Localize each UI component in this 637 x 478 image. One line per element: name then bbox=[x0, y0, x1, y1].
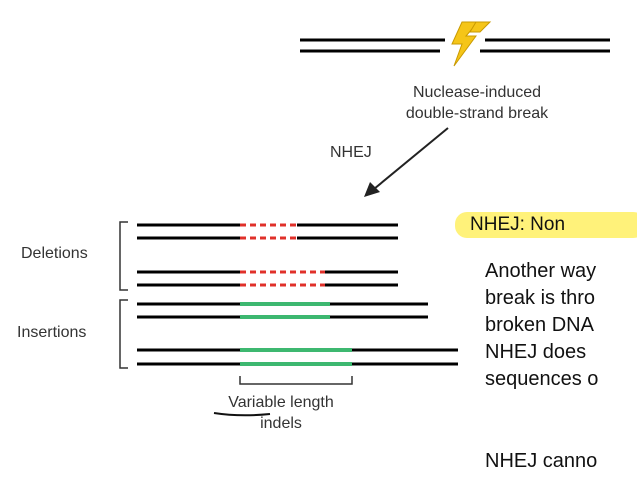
break-caption-line1: Nuclease-induced bbox=[412, 84, 542, 101]
indels-caption-line1: Variable length bbox=[228, 394, 334, 411]
nhej-arrow bbox=[364, 127, 449, 197]
panel-paragraph: Another way break is thro broken DNA NHE… bbox=[485, 258, 598, 393]
paragraph-line: NHEJ does bbox=[485, 341, 587, 363]
insertion-row-1 bbox=[137, 302, 428, 319]
deletions-bracket bbox=[119, 221, 128, 291]
paragraph-line: sequences o bbox=[485, 368, 599, 390]
indels-caption-line2: indels bbox=[260, 415, 302, 432]
break-caption: Nuclease-induced double-strand break bbox=[372, 82, 582, 124]
insertions-bracket bbox=[119, 299, 128, 369]
paragraph-line: broken DNA bbox=[485, 314, 594, 336]
heading-highlight bbox=[455, 212, 637, 238]
panel-trailing-line: NHEJ canno bbox=[485, 450, 598, 472]
pathway-label: NHEJ bbox=[330, 144, 372, 161]
indels-caption: Variable length indels bbox=[206, 392, 356, 434]
deletions-label: Deletions bbox=[21, 245, 88, 262]
deletion-row-2 bbox=[137, 270, 398, 287]
indels-bracket bbox=[239, 376, 353, 385]
deletion-row-1 bbox=[137, 223, 398, 240]
paragraph-line: Another way bbox=[485, 260, 597, 282]
insertions-label: Insertions bbox=[17, 324, 87, 341]
insertion-row-2 bbox=[137, 348, 458, 366]
hand-underline bbox=[213, 412, 271, 417]
lightning-icon bbox=[451, 21, 492, 67]
panel-heading: NHEJ: Non bbox=[470, 214, 566, 235]
paragraph-line: break is thro bbox=[485, 287, 596, 309]
break-caption-line2: double-strand break bbox=[405, 105, 549, 122]
broken-dna bbox=[300, 38, 610, 53]
